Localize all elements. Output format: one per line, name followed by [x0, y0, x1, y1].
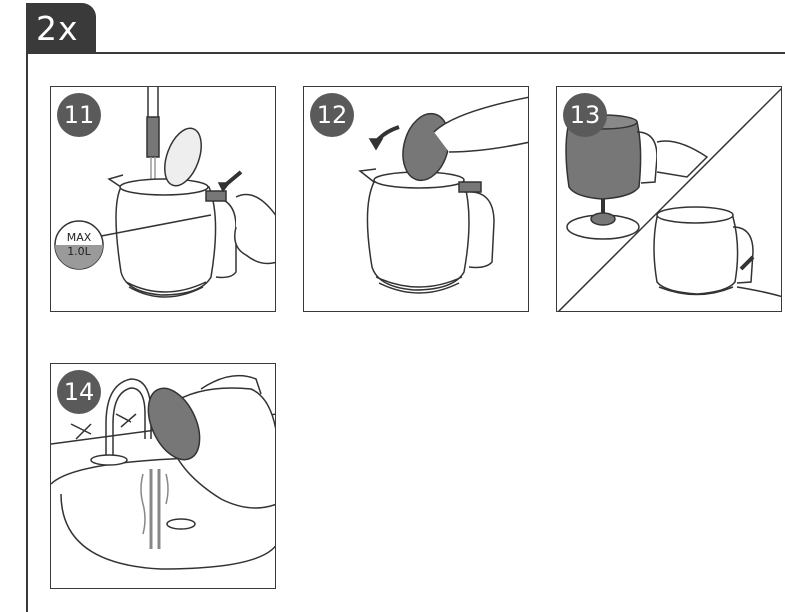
repeat-tab: 2x: [26, 3, 96, 53]
max-label: MAX: [62, 231, 96, 244]
capacity-label: 1.0L: [62, 245, 96, 258]
step-11-panel: 11 MAX 1.0L: [50, 86, 276, 312]
header-rule: [26, 52, 785, 54]
step-14-panel: 14: [50, 363, 276, 589]
step-14-badge: 14: [57, 370, 101, 414]
step-12-panel: 12: [303, 86, 529, 312]
step-13-badge: 13: [563, 93, 607, 137]
step-13-panel: 13: [556, 86, 782, 312]
repeat-count-label: 2x: [36, 9, 79, 48]
step-11-badge: 11: [57, 93, 101, 137]
side-rule: [26, 52, 28, 612]
step-12-badge: 12: [310, 93, 354, 137]
